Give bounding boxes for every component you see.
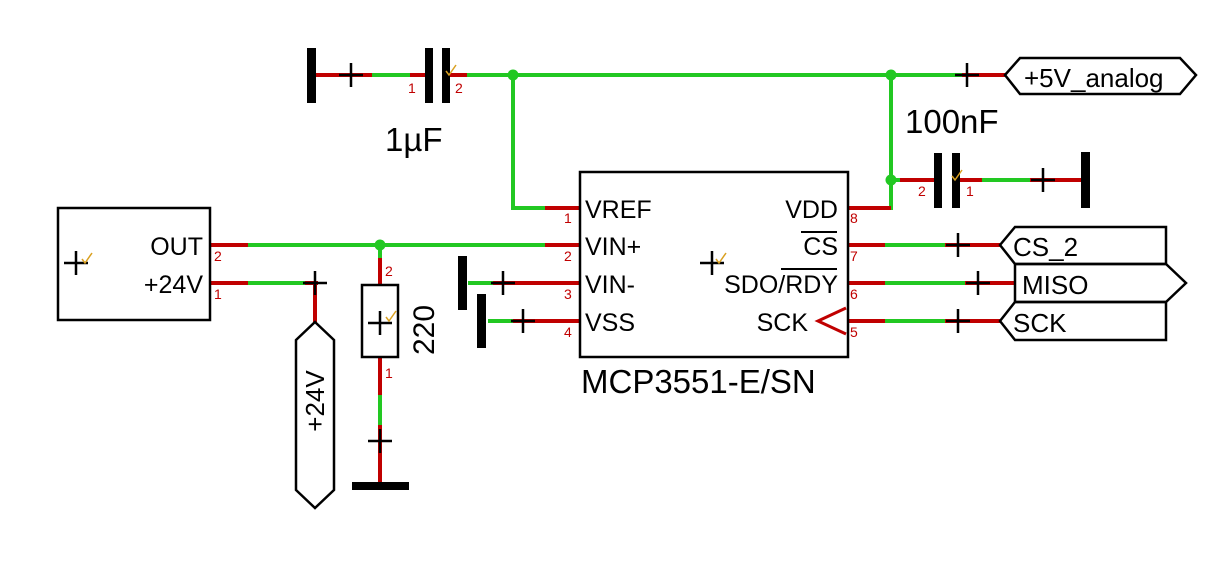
cross-marker — [64, 251, 88, 275]
junctions — [374, 69, 897, 251]
clock-input-triangle — [814, 306, 847, 336]
pin-number: 2 — [385, 263, 393, 279]
origin-mark — [715, 252, 727, 265]
port-label: +5V_analog — [1024, 63, 1164, 93]
origin-mark — [81, 252, 93, 265]
origin-mark — [951, 169, 963, 182]
pin-number: 7 — [850, 248, 858, 264]
chip-body — [578, 170, 850, 359]
ground-bar — [1081, 152, 1090, 208]
pin-number: 2 — [455, 80, 463, 96]
cross-marker — [511, 309, 535, 333]
port-outline — [294, 320, 336, 510]
ground-bar — [307, 48, 316, 103]
chip-pin-label: VREF — [585, 196, 652, 224]
capacitor-plate — [934, 153, 942, 208]
chip-pin-label: SCK — [757, 309, 809, 337]
cross-marker — [303, 271, 327, 295]
origin-marks — [81, 64, 963, 323]
port-outline — [1013, 262, 1188, 304]
ground-bar — [477, 294, 486, 348]
chip-pin-label: CS — [803, 233, 838, 261]
cross-marker — [946, 309, 970, 333]
capacitor-plate — [425, 48, 433, 103]
cross-marker — [491, 271, 515, 295]
resistor-220: 2 1 220 — [360, 263, 441, 381]
junction-dot — [374, 239, 386, 251]
junction-dot — [507, 69, 519, 81]
chip-mcp3551: VREF VIN+ VIN- VSS VDD CS SDO/RDY SCK 1 … — [564, 170, 858, 400]
junction-dot — [885, 69, 897, 81]
resistor-body — [360, 283, 400, 359]
pin-number: 3 — [564, 286, 572, 302]
capacitor-100nf: 2 1 100nF — [905, 103, 999, 208]
pin-number: 8 — [850, 210, 858, 226]
cross-marker — [700, 251, 724, 275]
capacitor-plate — [952, 153, 960, 208]
port-outline — [998, 300, 1168, 342]
port-outline — [1003, 56, 1198, 96]
ground-bar — [458, 256, 467, 310]
origin-mark — [385, 310, 397, 323]
pin-number: 1 — [214, 286, 222, 302]
port-cs2: CS_2 — [998, 225, 1168, 266]
port-label: CS_2 — [1013, 232, 1078, 262]
chip-pin-label: VSS — [585, 309, 635, 337]
pin-number: 1 — [385, 365, 393, 381]
pin-number: 5 — [850, 324, 858, 340]
pin-number: 1 — [564, 210, 572, 226]
capacitor-value: 100nF — [905, 103, 999, 140]
port-24v: +24V — [294, 320, 336, 510]
capacitor-value: 1µF — [385, 121, 443, 158]
ground-bar — [352, 482, 409, 490]
junction-dot — [885, 174, 897, 186]
port-miso: MISO — [1013, 262, 1188, 304]
pin-number: 2 — [564, 248, 572, 264]
resistor-value: 220 — [408, 305, 441, 355]
ground-symbols — [307, 48, 1090, 490]
capacitor-1uf: 1 2 1µF — [385, 48, 463, 158]
source-pin-label: +24V — [144, 271, 203, 299]
capacitor-plate — [442, 48, 450, 103]
port-label: MISO — [1022, 270, 1088, 300]
port-5v-analog: +5V_analog — [1003, 56, 1198, 96]
port-label: SCK — [1013, 308, 1067, 338]
port-outline — [998, 225, 1168, 266]
cross-marker — [1031, 168, 1055, 192]
chip-pin-label: SDO/RDY — [724, 271, 838, 299]
source-pin-label: OUT — [150, 233, 203, 261]
source-body — [56, 206, 212, 322]
cross-markers — [64, 63, 1055, 453]
pin-number: 1 — [966, 183, 974, 199]
pin-number: 1 — [408, 80, 416, 96]
port-sck: SCK — [998, 300, 1168, 342]
chip-pin-label: VIN+ — [585, 233, 641, 261]
cross-marker — [966, 271, 990, 295]
cross-marker — [368, 429, 392, 453]
pin-number: 4 — [564, 324, 572, 340]
pin-number: 6 — [850, 286, 858, 302]
chip-pin-label: VIN- — [585, 271, 635, 299]
source-block: OUT +24V 2 1 — [56, 206, 222, 322]
pin-number: 2 — [918, 183, 926, 199]
cross-marker — [339, 63, 363, 87]
cross-marker — [946, 233, 970, 257]
chip-name: MCP3551-E/SN — [581, 363, 816, 400]
origin-mark — [445, 64, 457, 77]
cross-marker — [955, 63, 979, 87]
port-label: +24V — [300, 370, 330, 432]
cross-marker — [368, 311, 392, 335]
chip-pin-label: VDD — [785, 196, 838, 224]
pin-number: 2 — [214, 248, 222, 264]
